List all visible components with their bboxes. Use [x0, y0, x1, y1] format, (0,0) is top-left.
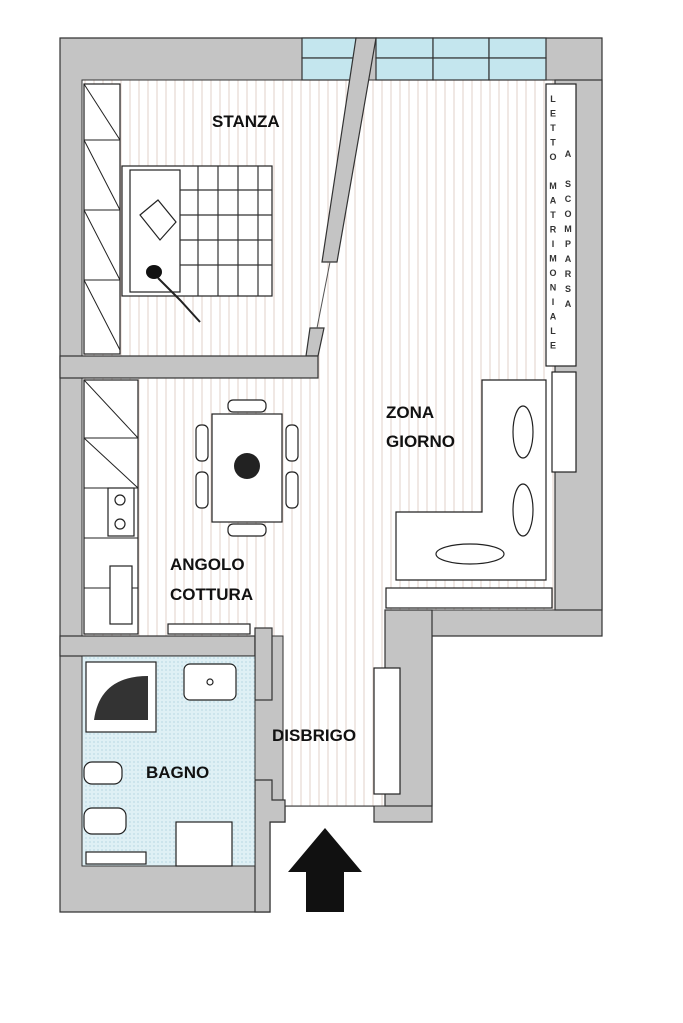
murphy-bed-letter: A	[550, 312, 557, 322]
murphy-bed-letter: A	[565, 254, 572, 264]
murphy-bed-letter: O	[549, 152, 556, 162]
kitchen-shelf	[167, 623, 251, 635]
diagonal-wall	[321, 37, 377, 263]
murphy-bed-letter: T	[550, 138, 556, 148]
murphy-bed-letter: I	[552, 239, 555, 249]
corner-sofa	[395, 379, 547, 581]
murphy-bed-letter: S	[565, 179, 571, 189]
murphy-bed-letter: M	[564, 224, 572, 234]
murphy-bed-letter: R	[550, 225, 557, 235]
door-line	[316, 261, 331, 329]
murphy-bed-letter: T	[550, 123, 556, 133]
murphy-bed-letter: P	[565, 239, 571, 249]
murphy-bed-letter: A	[565, 149, 572, 159]
room-label-stanza: STANZA	[212, 112, 280, 131]
sink-drain	[206, 678, 214, 686]
wardrobe-stanza	[83, 83, 121, 355]
murphy-bed-letter: A	[550, 196, 557, 206]
bidet	[83, 761, 123, 785]
murphy-bed-letter: I	[552, 297, 555, 307]
wall-kitchen-bath	[59, 635, 256, 657]
murphy-bed-letter: S	[565, 284, 571, 294]
room-label-bagno: BAGNO	[146, 763, 209, 782]
windows	[301, 37, 547, 81]
murphy-bed-letter: N	[550, 283, 557, 293]
washing-machine	[175, 821, 233, 867]
entrance-arrow-icon	[288, 828, 362, 912]
murphy-bed-letter: A	[565, 299, 572, 309]
murphy-bed-letter: M	[549, 254, 557, 264]
murphy-bed-letter: O	[564, 209, 571, 219]
murphy-bed-letter: T	[550, 210, 556, 220]
tv-cabinet	[385, 587, 553, 609]
bath-shelf	[85, 851, 147, 865]
shower	[85, 661, 157, 733]
toilet	[83, 807, 127, 835]
wall-bath-right	[254, 779, 286, 913]
room-label-angolo: ANGOLO	[170, 555, 245, 574]
murphy-bed-letter: E	[550, 109, 556, 119]
room-label-zona: ZONA	[386, 403, 434, 422]
kitchen-counter	[83, 379, 139, 635]
murphy-bed-letter: L	[550, 94, 556, 104]
murphy-bed-letter: O	[549, 268, 556, 278]
room-label-giorno: GIORNO	[386, 432, 455, 451]
murphy-bed-letter: R	[565, 269, 572, 279]
closet-disbrigo	[373, 667, 401, 795]
room-label-disbrigo: DISBRIGO	[272, 726, 356, 745]
murphy-bed-letter: M	[549, 181, 557, 191]
murphy-bed-letter: L	[550, 326, 556, 336]
wall-bath-stub	[254, 627, 273, 701]
wall-stanza-kitchen	[59, 355, 319, 379]
murphy-bed-letter: E	[550, 341, 556, 351]
column-cabinet	[551, 371, 577, 473]
double-bed	[121, 165, 273, 323]
dining-table	[195, 399, 299, 537]
murphy-bed-letter: C	[565, 194, 572, 204]
room-label-cottura: COTTURA	[170, 585, 253, 604]
